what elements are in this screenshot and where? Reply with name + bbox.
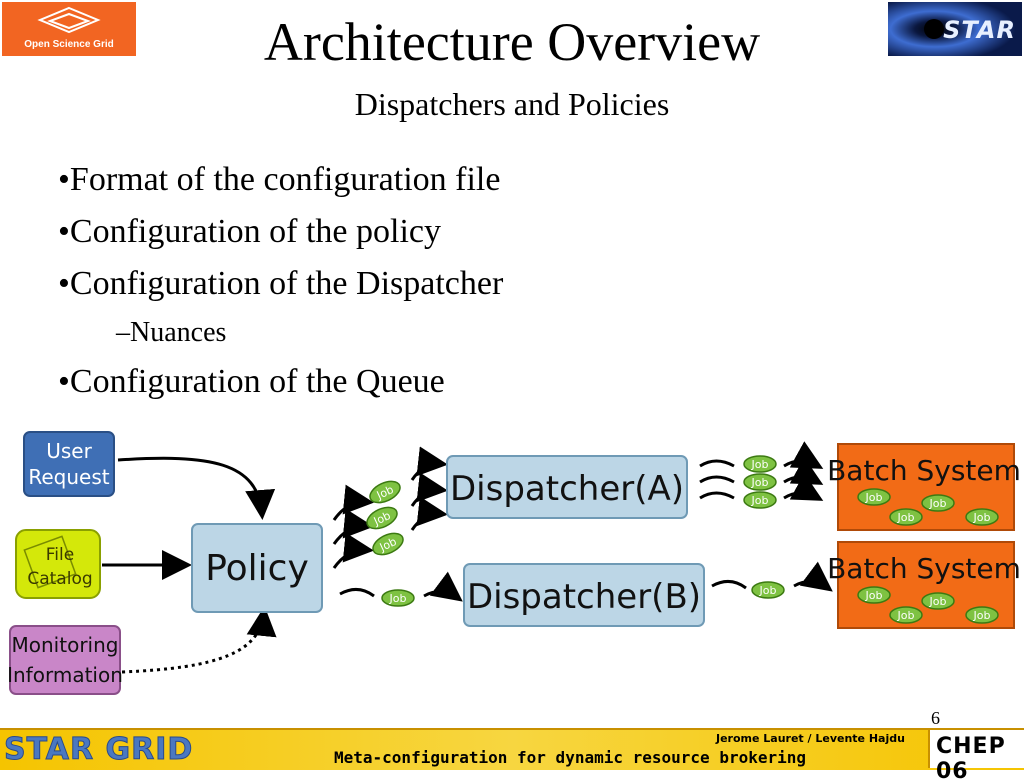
arrow-user-request-to-policy — [117, 456, 276, 520]
grid-squares-icon — [37, 6, 101, 34]
job-token: Job — [751, 581, 785, 599]
job-token: Job — [857, 488, 891, 506]
slide-title: Architecture Overview — [263, 12, 761, 72]
job-token: Job — [857, 586, 891, 604]
dispatcher-a-box: Dispatcher(A) — [446, 455, 688, 519]
job-label: Job — [389, 592, 407, 605]
job-label: Job — [751, 458, 769, 471]
job-token: Job — [743, 473, 777, 491]
dispatcher-a-to-batch-arrows — [699, 441, 824, 501]
user-request-line-2: Request — [28, 465, 109, 489]
job-label: Job — [929, 595, 947, 608]
starburst-icon — [888, 2, 1022, 56]
dispatcher-b-label: Dispatcher(B) — [467, 577, 701, 617]
job-token: Job — [921, 592, 955, 610]
job-label: Job — [865, 589, 883, 602]
star-grid-brand: STAR GRID — [3, 732, 194, 768]
jobs-dispatcher-a-to-batch: Job Job Job — [743, 455, 777, 509]
job-token: Job — [369, 480, 401, 504]
subbullet-nuances: –Nuances — [116, 317, 227, 348]
batch-system-a-label: Batch System — [827, 454, 1021, 487]
chep-badge-text: CHEP 06 — [936, 734, 1006, 784]
footer-authors: Jerome Lauret / Levente Hajdu — [716, 732, 905, 745]
job-token: Job — [381, 589, 415, 607]
monitoring-line-1: Monitoring — [12, 633, 119, 657]
monitoring-information-box: Monitoring Information — [7, 625, 123, 695]
job-token: Job — [743, 491, 777, 509]
user-request-line-1: User — [46, 439, 92, 463]
job-label: Job — [897, 609, 915, 622]
footer-subtitle: Meta-configuration for dynamic resource … — [334, 748, 807, 767]
job-label: Job — [929, 497, 947, 510]
batch-system-b-label: Batch System — [827, 552, 1021, 585]
job-label: Job — [865, 491, 883, 504]
job-token: Job — [965, 508, 999, 526]
open-science-grid-logo: Open Science Grid — [2, 2, 136, 56]
job-token: Job — [366, 506, 398, 530]
chep-06-badge: CHEP 06 — [928, 730, 1024, 784]
dispatcher-b-box: Dispatcher(B) — [463, 563, 705, 627]
job-token: Job — [743, 455, 777, 473]
job-token: Job — [889, 606, 923, 624]
file-catalog-line-1: File — [46, 545, 74, 565]
policy-box: Policy — [191, 523, 323, 613]
job-label: Job — [751, 476, 769, 489]
job-token: Job — [889, 508, 923, 526]
job-token: Job — [921, 494, 955, 512]
batch-system-b-box: Batch System Job Job Job Job — [827, 541, 1021, 629]
bullet-policy: •Configuration of the policy — [58, 213, 441, 250]
file-catalog-box: File Catalog — [15, 529, 101, 599]
policy-to-dispatcher-b-arrows — [339, 571, 463, 602]
policy-label: Policy — [205, 548, 309, 589]
bullet-dispatcher: •Configuration of the Dispatcher — [58, 265, 504, 302]
footer-bar: STAR GRID Jerome Lauret / Levente Hajdu … — [0, 728, 1024, 784]
file-catalog-icon — [23, 535, 77, 589]
job-token: Job — [965, 606, 999, 624]
bullet-queue: •Configuration of the Queue — [58, 363, 445, 400]
star-experiment-logo: STAR — [888, 2, 1022, 56]
monitoring-line-2: Information — [7, 663, 123, 687]
job-label: Job — [973, 609, 991, 622]
page-number: 6 — [931, 708, 940, 728]
file-catalog-line-2: Catalog — [27, 569, 92, 589]
policy-to-dispatcher-a-arrows — [332, 446, 448, 569]
slide-subtitle: Dispatchers and Policies — [354, 86, 670, 122]
dispatcher-a-label: Dispatcher(A) — [450, 469, 684, 509]
jobs-to-dispatcher-a: Job Job Job — [366, 480, 404, 556]
arrow-monitoring-to-policy — [121, 606, 277, 674]
dispatcher-b-to-batch-arrows — [711, 561, 833, 592]
star-logo-text: STAR — [943, 16, 1016, 44]
job-label: Job — [973, 511, 991, 524]
architecture-diagram: User Request File Catalog Monitoring Inf… — [7, 431, 1021, 695]
bullet-format: •Format of the configuration file — [58, 161, 501, 198]
job-label: Job — [897, 511, 915, 524]
job-label: Job — [751, 494, 769, 507]
batch-system-a-box: Batch System Job Job Job Job — [827, 443, 1021, 531]
job-label: Job — [759, 584, 777, 597]
user-request-box: User Request — [23, 431, 115, 497]
osg-logo-text: Open Science Grid — [24, 39, 114, 50]
job-token: Job — [372, 532, 404, 556]
